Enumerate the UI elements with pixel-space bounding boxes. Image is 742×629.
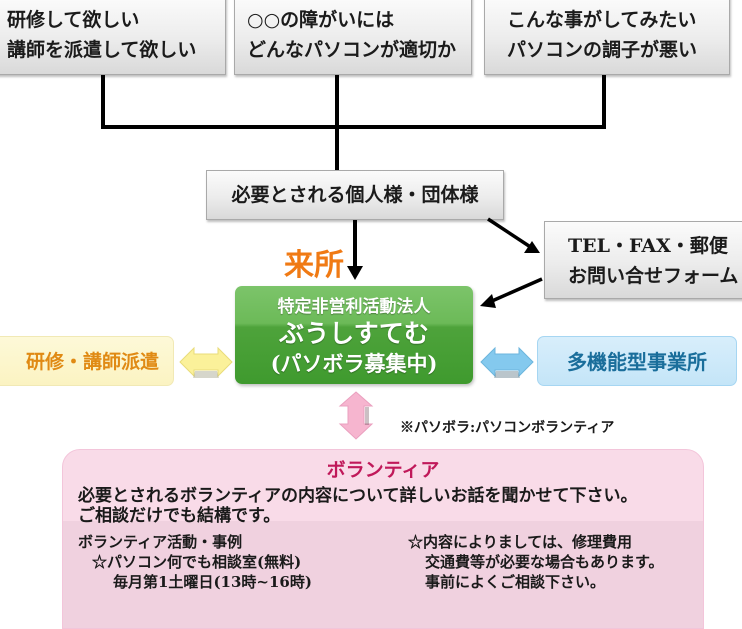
org-type: 特定非営利活動法人 — [277, 297, 431, 317]
note-line: 事前によくご相談下さい。 — [425, 573, 606, 591]
arrow-to-center — [491, 277, 543, 303]
volunteer-intro-line: ご相談だけでも結構です。 — [78, 506, 281, 526]
arrow-head-to-center — [480, 294, 496, 308]
activities-heading: ボランティア活動・事例 — [78, 533, 243, 551]
request-box-training: 研修して欲しい 講師を派遣して欲しい — [0, 0, 226, 75]
contact-line: TEL・FAX・郵便 — [568, 235, 728, 257]
request-line: ○○の障がいには — [247, 9, 395, 31]
clients-box: 必要とされる個人様・団体様 — [206, 170, 504, 220]
double-arrow-blue-icon — [480, 346, 534, 378]
volunteer-title: ボランティア — [326, 459, 440, 481]
volunteer-panel: ボランティア 必要とされるボランティアの内容について詳しいお話を聞かせて下さい。… — [62, 449, 704, 629]
arrow-down-to-center — [347, 266, 363, 280]
org-note: (パソボラ募集中) — [270, 351, 438, 376]
clients-label: 必要とされる個人様・団体様 — [231, 184, 479, 206]
activity-item: ☆パソコン何でも相談室(無料) — [92, 553, 302, 571]
request-line: こんな事がしてみたい — [507, 9, 697, 31]
connector-center-vertical — [335, 75, 339, 170]
training-service-box: 研修・講師派遣 — [0, 336, 174, 386]
request-line: どんなパソコンが適切か — [247, 39, 457, 61]
request-line: 研修して欲しい — [7, 9, 140, 31]
contact-box: TEL・FAX・郵便 お問い合せフォーム — [544, 221, 742, 299]
double-arrow-pink-icon — [338, 391, 374, 440]
volunteer-notes: ☆内容によりましては、修理費用 交通費等が必要な場合もあります。 事前によくご相… — [408, 532, 664, 592]
volunteer-intro: 必要とされるボランティアの内容について詳しいお話を聞かせて下さい。 ご相談だけで… — [78, 486, 637, 526]
org-name: ぶうしすてむ — [279, 319, 429, 348]
training-service-label: 研修・講師派遣 — [25, 351, 159, 373]
visit-label: 来所 — [284, 248, 344, 283]
center-org-box: 特定非営利活動法人 ぶうしすてむ (パソボラ募集中) — [235, 286, 473, 384]
connector-left-vertical — [101, 75, 105, 129]
volunteer-activities: ボランティア活動・事例 ☆パソコン何でも相談室(無料) 毎月第1土曜日(13時~… — [78, 532, 312, 592]
multi-function-office-label: 多機能型事業所 — [567, 350, 707, 374]
footnote: ※パソボラ:パソコンボランティア — [400, 420, 615, 436]
note-line: 交通費等が必要な場合もあります。 — [425, 553, 664, 571]
connector-horizontal — [101, 125, 606, 129]
arrow-to-contact — [487, 217, 533, 250]
contact-arrows — [480, 217, 543, 308]
note-line: ☆内容によりましては、修理費用 — [408, 533, 632, 551]
multi-function-office-box: 多機能型事業所 — [537, 336, 737, 386]
arrow-head-to-contact — [524, 241, 540, 253]
double-arrow-yellow-icon — [179, 346, 233, 378]
request-box-trouble: こんな事がしてみたい パソコンの調子が悪い — [484, 0, 730, 75]
connector-to-center — [353, 220, 357, 268]
activity-item: 毎月第1土曜日(13時~16時) — [113, 573, 312, 591]
volunteer-intro-line: 必要とされるボランティアの内容について詳しいお話を聞かせて下さい。 — [78, 486, 638, 506]
request-line: 講師を派遣して欲しい — [7, 39, 197, 61]
contact-line: お問い合せフォーム — [568, 265, 739, 287]
connector-right-vertical — [602, 75, 606, 129]
request-box-device: ○○の障がいには どんなパソコンが適切か — [234, 0, 472, 75]
volunteer-details-section — [63, 521, 703, 628]
request-line: パソコンの調子が悪い — [507, 39, 698, 61]
